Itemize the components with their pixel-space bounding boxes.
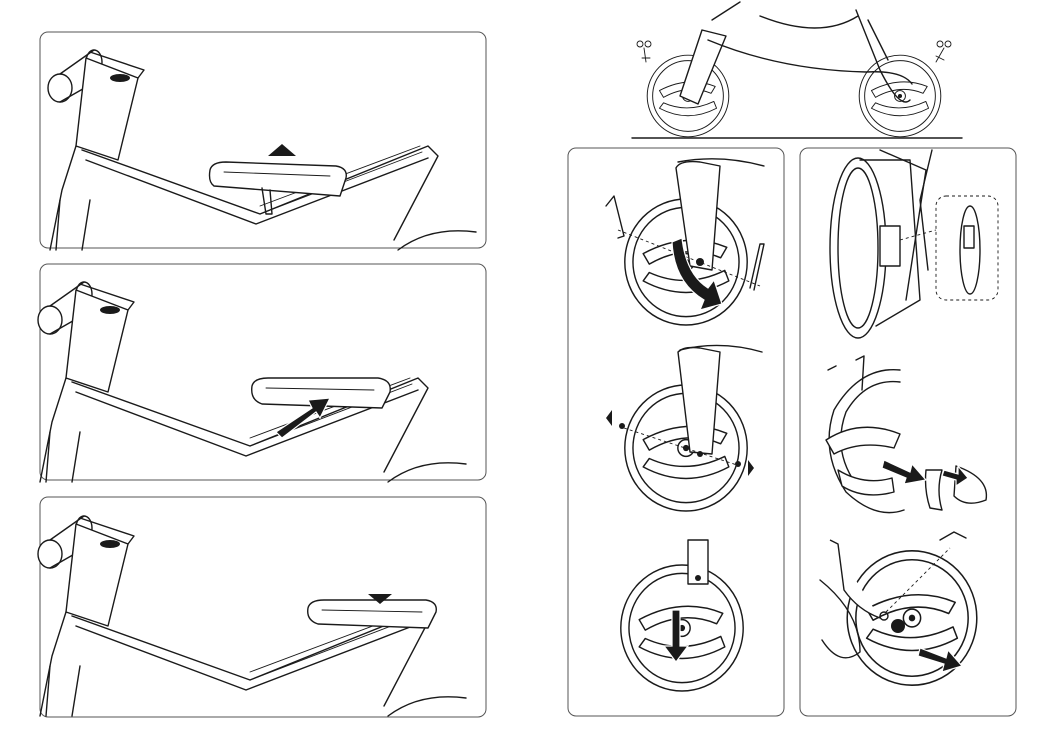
up-triangle-icon (268, 144, 296, 156)
step-seat-raise (39, 31, 487, 251)
panel-frame (39, 31, 487, 249)
step-remove-bolts (606, 344, 763, 512)
push-arrow-icon (275, 397, 332, 439)
seat (307, 599, 437, 629)
step-inspect-rear-hub (829, 149, 999, 339)
bolt-out-arrow-icon (748, 460, 754, 476)
air-valve-icon (935, 40, 952, 63)
step-seat-slide (37, 263, 487, 483)
rotate-arrow-icon (671, 237, 723, 311)
step-tire-inflation (631, 1, 963, 139)
seat (208, 161, 347, 197)
panel-frame (799, 147, 1017, 717)
down-triangle-icon (368, 594, 392, 604)
step-drop-wheel (620, 539, 744, 692)
bolt-out-arrow-icon (606, 410, 612, 426)
step-pull-rear-wheel (819, 531, 978, 686)
rear-wheel-removal (799, 147, 1017, 717)
panel-frame (567, 147, 785, 717)
step-remove-hub-cover (825, 355, 988, 514)
air-valve-icon (636, 40, 652, 63)
pull-arrow-icon (881, 459, 928, 485)
panel-frame (39, 496, 487, 718)
front-wheel-removal (567, 147, 785, 717)
hub-cover-part (924, 469, 943, 511)
hex-key-icon (605, 195, 625, 239)
step-seat-lower (37, 496, 487, 718)
detail-callout-icon (935, 195, 999, 301)
pull-arrow-icon (941, 464, 969, 488)
step-loosen-axle-bolts (605, 158, 765, 326)
panel-frame (39, 263, 487, 481)
hex-key-icon (749, 243, 765, 291)
pull-arrow-icon (917, 647, 964, 673)
down-arrow-icon (662, 609, 690, 663)
seat (251, 377, 391, 409)
